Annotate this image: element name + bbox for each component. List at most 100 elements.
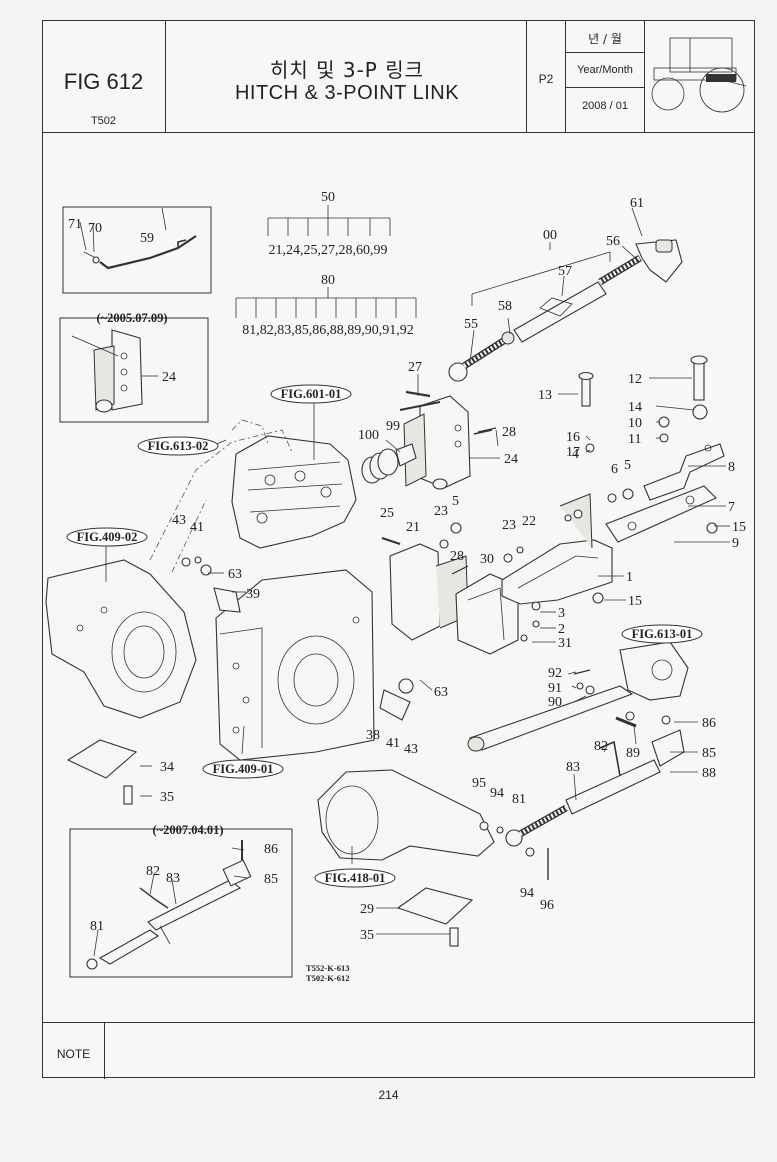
group-bracket-80 bbox=[235, 287, 417, 318]
lift-rod-old bbox=[86, 840, 252, 970]
drawing-code-1: T552-K-613 bbox=[306, 963, 349, 973]
title-korean: 히치 및 3-P 링크 bbox=[269, 58, 425, 82]
year-month-label-korean: 년 / 월 bbox=[588, 32, 622, 46]
leader-lines bbox=[79, 207, 730, 957]
year-month-divider bbox=[566, 87, 644, 88]
callout: 22 bbox=[522, 514, 536, 529]
drawbar-7 bbox=[605, 485, 717, 543]
callout: 27 bbox=[408, 360, 422, 375]
callout: 90 bbox=[548, 695, 562, 710]
group-label-80: 80 bbox=[321, 273, 335, 288]
lower-link bbox=[467, 641, 689, 752]
callout: 17 bbox=[566, 445, 580, 460]
callout: 28 bbox=[502, 425, 516, 440]
hitch-pin-part bbox=[83, 235, 197, 270]
callout: 24 bbox=[162, 370, 176, 385]
callout: 100 bbox=[358, 428, 379, 443]
callout: 83 bbox=[166, 871, 180, 886]
callout: 15 bbox=[732, 520, 746, 535]
callout: 5 bbox=[624, 458, 631, 473]
cover-plate-29 bbox=[396, 887, 474, 925]
callout: 15 bbox=[628, 594, 642, 609]
callout: 30 bbox=[480, 552, 494, 567]
fig-ref-601-01: FIG.601-01 bbox=[270, 384, 352, 404]
group-items-80: 81,82,83,85,86,88,89,90,91,92 bbox=[242, 323, 414, 338]
fig-ref-409-01: FIG.409-01 bbox=[202, 759, 284, 779]
callout: 86 bbox=[702, 716, 716, 731]
year-month-value: 2008 / 01 bbox=[582, 100, 628, 112]
callout: 9 bbox=[732, 536, 739, 551]
callout: 96 bbox=[540, 898, 554, 913]
fig-ref-409-02: FIG.409-02 bbox=[66, 527, 148, 547]
callout: 99 bbox=[386, 419, 400, 434]
callout: 8 bbox=[728, 460, 735, 475]
title-cell bbox=[166, 21, 527, 132]
callout: 24 bbox=[504, 452, 518, 467]
inset-box-2007 bbox=[69, 828, 293, 978]
callout: 70 bbox=[88, 221, 102, 236]
drawing-code-2: T502-K-612 bbox=[306, 973, 349, 983]
callout: 59 bbox=[140, 231, 154, 246]
callout: 85 bbox=[264, 872, 278, 887]
drawbar-8 bbox=[643, 443, 725, 501]
spring-100 bbox=[361, 443, 417, 484]
drawbar-bracket-1 bbox=[501, 493, 613, 605]
inset-box-2005 bbox=[59, 317, 209, 423]
callout: 89 bbox=[626, 746, 640, 761]
callout: 83 bbox=[566, 760, 580, 775]
parts-sheet-frame: FIG 612 T502 히치 및 3-P 링크 HITCH & 3-POINT… bbox=[42, 20, 755, 1079]
page-number: 214 bbox=[378, 1088, 399, 1102]
year-month-cell bbox=[566, 21, 645, 132]
year-month-divider bbox=[566, 52, 644, 53]
callout: 61 bbox=[630, 196, 644, 211]
callout: 81 bbox=[512, 792, 526, 807]
callout: 31 bbox=[558, 636, 572, 651]
fig-ref-613-01: FIG.613-01 bbox=[621, 624, 703, 644]
bracket-part-24-old bbox=[71, 329, 158, 413]
callout: 88 bbox=[702, 766, 716, 781]
callout: 57 bbox=[558, 264, 572, 279]
title-english: HITCH & 3-POINT LINK bbox=[234, 82, 460, 104]
callout: 14 bbox=[628, 400, 642, 415]
callout: 23 bbox=[502, 518, 516, 533]
callout: 23 bbox=[434, 504, 448, 519]
callout: 58 bbox=[498, 299, 512, 314]
part-callouts: 71 70 59 24 61 56 57 58 55 27 12 13 14 1… bbox=[68, 196, 746, 943]
callout: 21 bbox=[406, 520, 420, 535]
cover-plate-34 bbox=[66, 739, 138, 779]
tractor-logo-icon bbox=[651, 37, 747, 113]
callout: 34 bbox=[160, 760, 174, 775]
callout: 3 bbox=[558, 606, 565, 621]
callout: 4 bbox=[572, 447, 579, 462]
bolt-35 bbox=[123, 785, 133, 805]
callout: 63 bbox=[228, 567, 242, 582]
header-divider bbox=[43, 132, 754, 133]
callout: 86 bbox=[264, 842, 278, 857]
callout: 39 bbox=[246, 587, 260, 602]
callout: 91 bbox=[548, 681, 562, 696]
callout: 29 bbox=[360, 902, 374, 917]
hardware-fasteners bbox=[181, 390, 718, 880]
lift-rod bbox=[505, 716, 685, 847]
callout: 82 bbox=[594, 739, 608, 754]
callout: 35 bbox=[360, 928, 374, 943]
note-row: NOTE bbox=[43, 1022, 754, 1079]
svg-text:FIG.418-01: FIG.418-01 bbox=[325, 871, 386, 885]
transmission-case-left bbox=[45, 559, 197, 719]
callout: 71 bbox=[68, 217, 82, 232]
callout: 5 bbox=[452, 494, 459, 509]
figure-cell bbox=[43, 21, 166, 132]
callout: 43 bbox=[172, 513, 186, 528]
callout: 12 bbox=[628, 372, 642, 387]
group-label-50: 50 bbox=[321, 190, 335, 205]
pin-12 bbox=[693, 359, 705, 401]
callout: 11 bbox=[628, 432, 641, 447]
date-note-2007: (~2007.04.01) bbox=[152, 823, 223, 837]
group-label-00: 00 bbox=[543, 228, 557, 243]
note-label: NOTE bbox=[56, 1047, 91, 1061]
svg-text:FIG.613-02: FIG.613-02 bbox=[148, 439, 209, 453]
page-code: P2 bbox=[538, 72, 554, 86]
callout: 1 bbox=[626, 570, 633, 585]
callout: 35 bbox=[160, 790, 174, 805]
